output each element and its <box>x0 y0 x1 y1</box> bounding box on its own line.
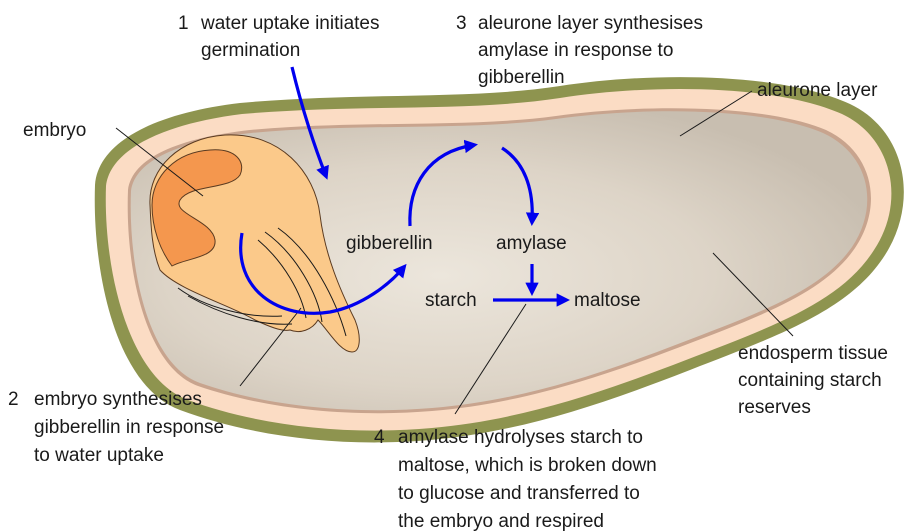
step2-number: 2 <box>8 389 19 410</box>
step2-label-line1: embryo synthesises <box>34 389 202 410</box>
maltose-label: maltose <box>574 290 641 311</box>
endosperm-label-line1: endosperm tissue <box>738 343 888 364</box>
step4-label-line2: maltose, which is broken down <box>398 455 657 476</box>
step2-label-line3: to water uptake <box>34 445 164 466</box>
step1-label-line1: water uptake initiates <box>200 13 380 34</box>
step4-label-line4: the embryo and respired <box>398 511 604 532</box>
step1-number: 1 <box>178 13 189 34</box>
step1-label-line2: germination <box>201 40 300 61</box>
step4-number: 4 <box>374 427 385 448</box>
step3-number: 3 <box>456 13 467 34</box>
step3-label-line3: gibberellin <box>478 67 565 88</box>
step3-label-line1: aleurone layer synthesises <box>478 13 703 34</box>
step4-label-line1: amylase hydrolyses starch to <box>398 427 643 448</box>
embryo-label: embryo <box>23 120 86 141</box>
amylase-label: amylase <box>496 233 567 254</box>
aleurone-layer-label: aleurone layer <box>757 80 878 101</box>
endosperm-label-line3: reserves <box>738 397 811 418</box>
step3-label-line2: amylase in response to <box>478 40 673 61</box>
starch-label: starch <box>425 290 477 311</box>
endosperm-label-line2: containing starch <box>738 370 882 391</box>
step4-label-line3: to glucose and transferred to <box>398 483 640 504</box>
gibberellin-label: gibberellin <box>346 233 433 254</box>
step2-label-line2: gibberellin in response <box>34 417 224 438</box>
